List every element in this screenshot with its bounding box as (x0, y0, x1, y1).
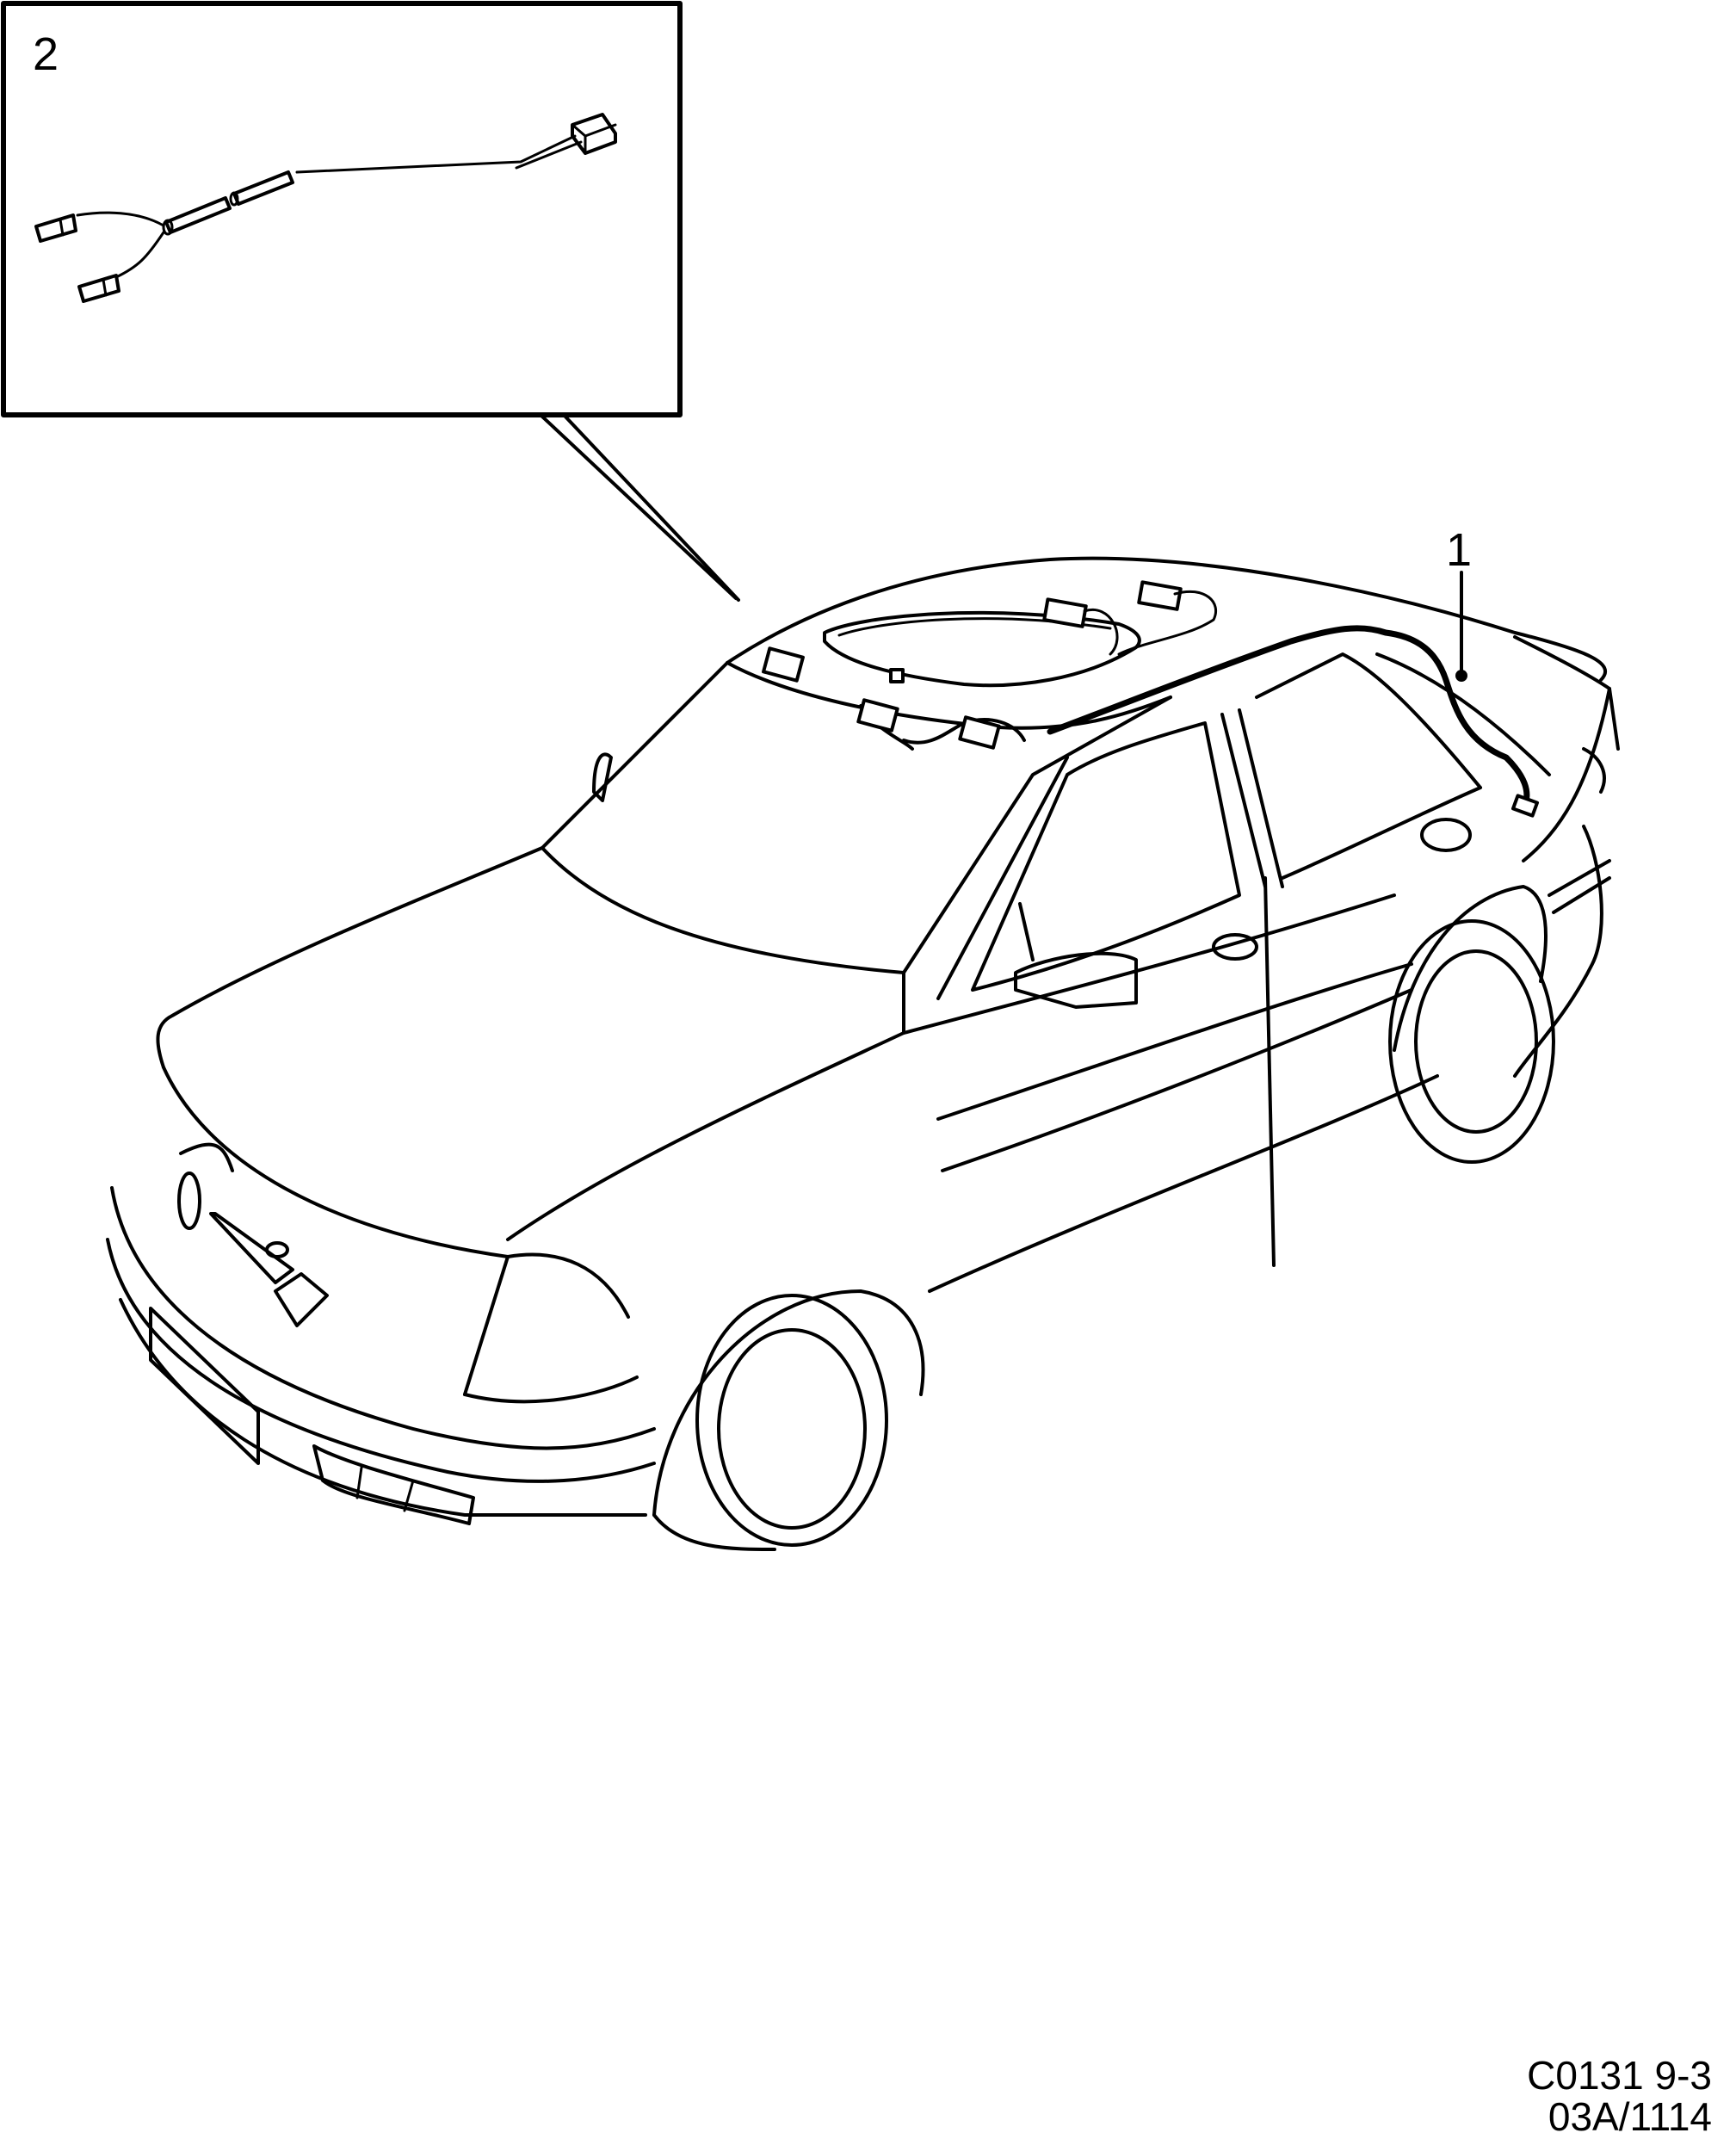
callout-label-2: 2 (33, 28, 59, 80)
drawing-reference: 03A/1114 (1548, 2094, 1712, 2139)
drawing-code: C0131 9-3 (1527, 2053, 1712, 2098)
callout-1-leader (1455, 571, 1467, 682)
inset-detail-box (1, 1, 740, 602)
adapter-harness-icon (34, 113, 617, 303)
roof-wiring-harness (762, 580, 1540, 818)
callout-label-1: 1 (1446, 524, 1473, 576)
